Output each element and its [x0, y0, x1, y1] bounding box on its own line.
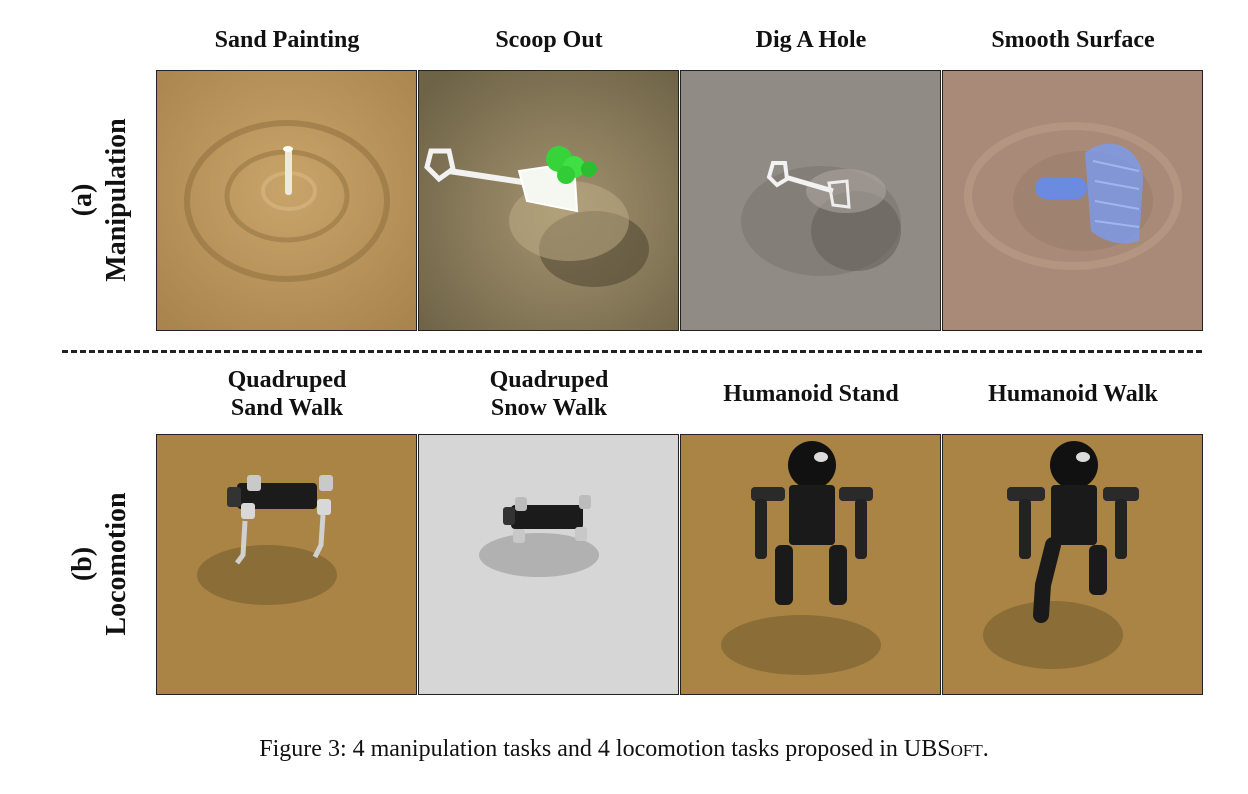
smooth-surface-image: [943, 71, 1202, 330]
panel-quadruped-sand-walk: [156, 434, 417, 695]
title-sand-painting: Sand Painting: [214, 27, 360, 53]
sand-painting-image: [157, 71, 416, 330]
row-label-b-text: Locomotion: [101, 492, 132, 636]
row-divider: [62, 350, 1202, 353]
caption-suffix: .: [982, 736, 989, 762]
title-scoop-out: Scoop Out: [495, 27, 603, 53]
panel-dig-a-hole: [680, 70, 941, 331]
humanoid-robot-icon: [1007, 441, 1139, 623]
title-quadruped-snow-walk-line2: Snow Walk: [490, 395, 608, 421]
row-label-a-text: Manipulation: [101, 118, 132, 282]
panel-sand-painting: [156, 70, 417, 331]
title-humanoid-stand: Humanoid Stand: [680, 380, 942, 408]
green-blob-icon: [546, 146, 597, 184]
title-dig-a-hole: Dig A Hole: [755, 27, 867, 53]
panel-quadruped-snow-walk: [418, 434, 679, 695]
row-label-locomotion: (b) Locomotion: [66, 444, 134, 684]
title-quadruped-sand-walk-line2: Sand Walk: [230, 395, 344, 421]
humanoid-robot-icon: [751, 441, 873, 605]
title-smooth-surface: Smooth Surface: [991, 27, 1155, 53]
row-label-b-index: (b): [67, 546, 98, 582]
scoop-out-image: [419, 71, 678, 330]
title-humanoid-walk-line1: Humanoid Walk: [988, 381, 1158, 407]
title-humanoid-walk: Humanoid Walk: [942, 380, 1204, 408]
title-humanoid-stand-line1: Humanoid Stand: [723, 381, 899, 407]
panel-scoop-out: [418, 70, 679, 331]
title-quadruped-sand-walk-line1: Quadruped: [227, 367, 347, 393]
panel-humanoid-stand: [680, 434, 941, 695]
row-label-a-index: (a): [67, 183, 98, 217]
dig-a-hole-image: [681, 71, 940, 330]
humanoid-walk-image: [943, 435, 1202, 694]
caption-system-main: UB: [903, 736, 938, 762]
quadruped-snow-walk-image: [419, 435, 678, 694]
quadruped-robot-icon: [227, 475, 333, 565]
quadruped-robot-icon: [503, 495, 591, 543]
panel-humanoid-walk: [942, 434, 1203, 695]
title-quadruped-snow-walk-line1: Quadruped: [489, 367, 609, 393]
caption-system-sc: Soft: [937, 736, 983, 762]
row-label-manipulation: (a) Manipulation: [66, 80, 134, 320]
blue-tool-icon: [1035, 143, 1143, 244]
quadruped-sand-walk-image: [157, 435, 416, 694]
caption-prefix: Figure 3: 4 manipulation tasks and 4 loc…: [259, 736, 904, 762]
humanoid-stand-image: [681, 435, 940, 694]
rod-tool: [285, 149, 292, 195]
title-quadruped-snow-walk: Quadruped Snow Walk: [418, 366, 680, 422]
figure-caption: Figure 3: 4 manipulation tasks and 4 loc…: [0, 736, 1248, 763]
shovel-icon: [766, 161, 851, 209]
title-quadruped-sand-walk: Quadruped Sand Walk: [156, 366, 418, 422]
panel-smooth-surface: [942, 70, 1203, 331]
